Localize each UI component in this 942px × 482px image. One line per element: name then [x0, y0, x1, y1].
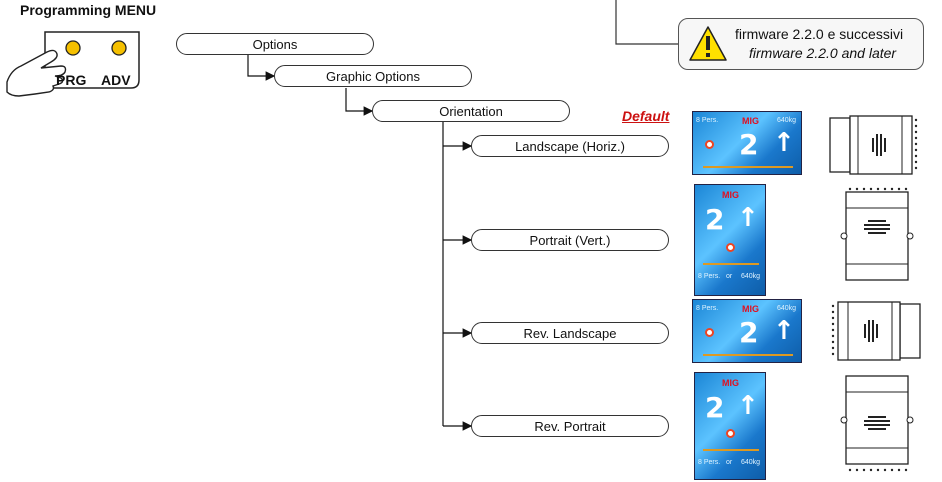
node-landscape[interactable]: Landscape (Horiz.) [471, 135, 669, 157]
screen-logo: MIG [742, 116, 759, 126]
up-arrow-icon: ↑ [737, 203, 759, 233]
screen-persons: 8 Pers. [696, 305, 719, 312]
menu-title: Programming MENU [20, 2, 157, 18]
screen-strip [703, 263, 759, 265]
screen-load: 640kg [741, 459, 761, 466]
screen-load: 640kg [741, 273, 761, 280]
prg-label: PRG [56, 72, 87, 88]
firmware-note: firmware 2.2.0 e successivi firmware 2.2… [678, 18, 924, 70]
screen-persons: 8 Pers. [698, 273, 721, 280]
pointing-hand-icon [6, 49, 67, 97]
screen-floor: 2 [739, 316, 759, 349]
adv-button[interactable] [111, 40, 127, 56]
node-rev-portrait[interactable]: Rev. Portrait [471, 415, 669, 437]
device-portrait-icon [840, 187, 914, 281]
node-portrait[interactable]: Portrait (Vert.) [471, 229, 669, 251]
screen-portrait: MIG 2 ↑ 8 Pers. or 640kg [694, 184, 766, 296]
screen-logo: MIG [722, 190, 739, 200]
screen-persons: 8 Pers. [698, 459, 721, 466]
warning-icon [689, 26, 727, 61]
device-rev-landscape-icon [831, 301, 921, 361]
no-smoking-icon [726, 429, 735, 438]
up-arrow-icon: ↑ [773, 316, 795, 346]
node-graphic-options[interactable]: Graphic Options [274, 65, 472, 87]
screen-landscape: MIG 8 Pers. 640kg 2 ↑ [692, 111, 802, 175]
screen-load: 640kg [777, 117, 797, 124]
screen-strip [703, 449, 759, 451]
default-label: Default [622, 108, 670, 124]
screen-or: or [726, 273, 733, 280]
node-orientation[interactable]: Orientation [372, 100, 570, 122]
screen-load: 640kg [777, 305, 797, 312]
screen-strip [703, 166, 793, 168]
screen-floor: 2 [705, 391, 725, 424]
screen-logo: MIG [742, 304, 759, 314]
note-line-1: firmware 2.2.0 e successivi [735, 26, 904, 42]
screen-floor: 2 [739, 128, 759, 161]
screen-floor: 2 [705, 203, 725, 236]
no-smoking-icon [726, 243, 735, 252]
no-smoking-icon [705, 328, 714, 337]
prg-button[interactable] [65, 40, 81, 56]
device-landscape-icon [829, 115, 918, 175]
screen-rev-portrait: MIG 2 ↑ 8 Pers. or 640kg [694, 372, 766, 480]
adv-label: ADV [101, 72, 131, 88]
screen-persons: 8 Pers. [696, 117, 719, 124]
screen-logo: MIG [722, 378, 739, 388]
device-rev-portrait-icon [840, 375, 914, 472]
screen-or: or [726, 459, 733, 466]
up-arrow-icon: ↑ [737, 391, 759, 421]
no-smoking-icon [705, 140, 714, 149]
note-line-2: firmware 2.2.0 and later [749, 45, 897, 61]
screen-rev-landscape: MIG 8 Pers. 640kg 2 ↑ [692, 299, 802, 363]
node-options[interactable]: Options [176, 33, 374, 55]
keypad-illustration [6, 31, 140, 97]
up-arrow-icon: ↑ [773, 128, 795, 158]
node-rev-landscape[interactable]: Rev. Landscape [471, 322, 669, 344]
screen-strip [703, 354, 793, 356]
